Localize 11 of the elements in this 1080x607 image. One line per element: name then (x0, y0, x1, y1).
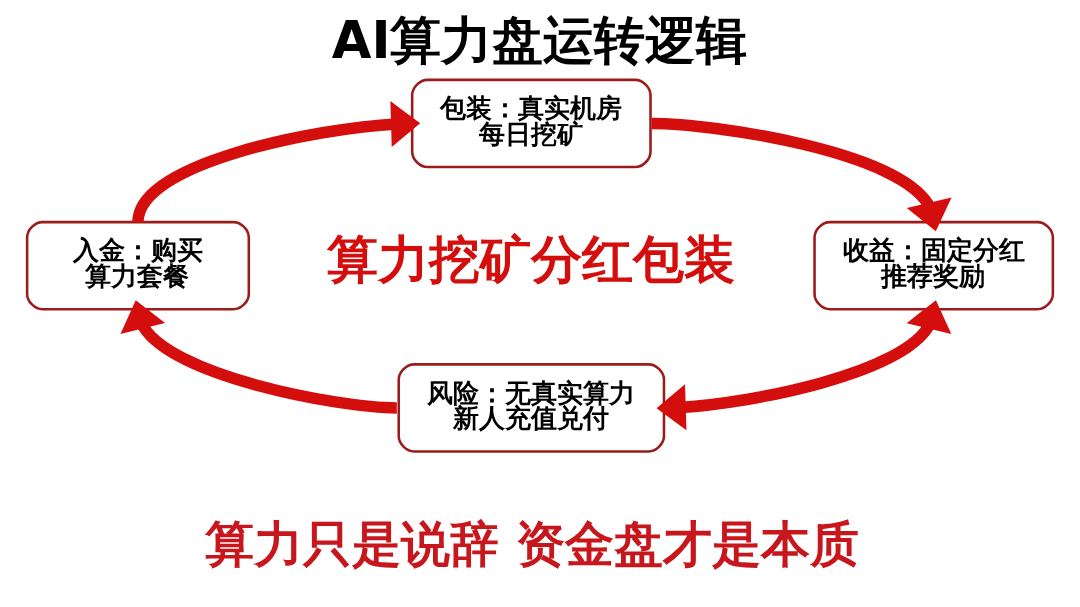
arrow (656, 300, 952, 431)
node-box: 包装：真实机房每日挖矿 (410, 78, 652, 169)
caption: 算力只是说辞 资金盘才是本质 (205, 515, 860, 572)
diagram-title: AI算力盘运转逻辑 (331, 10, 748, 71)
node-box: 收益：固定分红推荐奖励 (813, 220, 1055, 311)
label: 算力挖矿分红包装 (326, 229, 735, 290)
node-box: 风险：无真实算力新人充值兑付 (397, 363, 666, 453)
arrow (120, 300, 398, 414)
node-box: 入金：购买算力套餐 (25, 220, 251, 311)
arrow (132, 101, 421, 224)
arrow (651, 117, 952, 232)
